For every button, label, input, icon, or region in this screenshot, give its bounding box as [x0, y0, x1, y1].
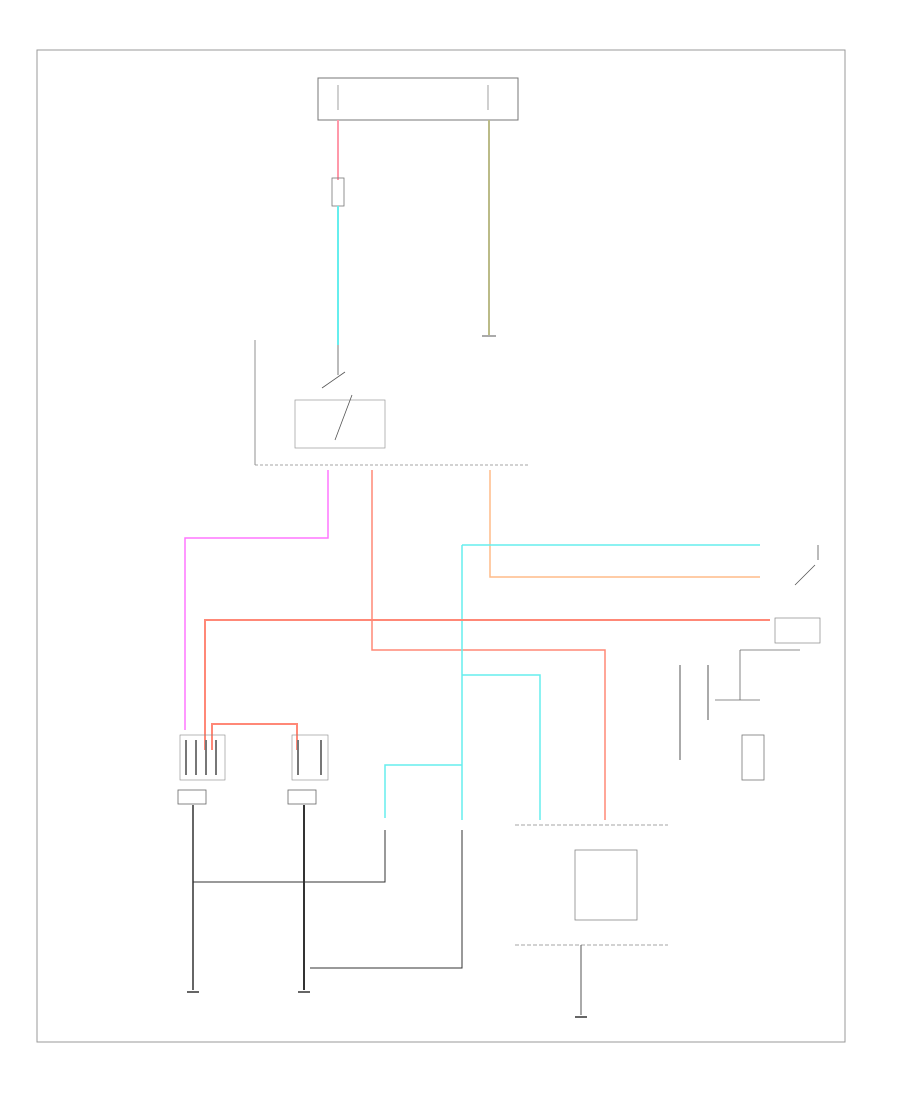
brake-switch-assembly	[254, 340, 528, 466]
wire-cyan-lamp	[384, 764, 462, 818]
transmission-control-switch	[679, 545, 821, 781]
brake-module	[574, 849, 638, 921]
wire-red-main	[371, 470, 606, 820]
wire-red-bus	[204, 619, 770, 750]
diagram-frame	[36, 49, 846, 1043]
oil-pressure-switch	[331, 177, 345, 207]
right-stop-lamp	[287, 734, 329, 805]
wire-black-cross	[193, 830, 386, 883]
wire-cyan-branch	[462, 674, 541, 820]
wire-orange	[489, 470, 760, 578]
wire-magenta	[184, 470, 329, 730]
wire-black-bottom	[310, 830, 463, 969]
left-stop-lamp	[177, 734, 226, 805]
wire-red-lamp-bridge	[211, 723, 298, 750]
fuse-distribution-box	[317, 77, 519, 121]
